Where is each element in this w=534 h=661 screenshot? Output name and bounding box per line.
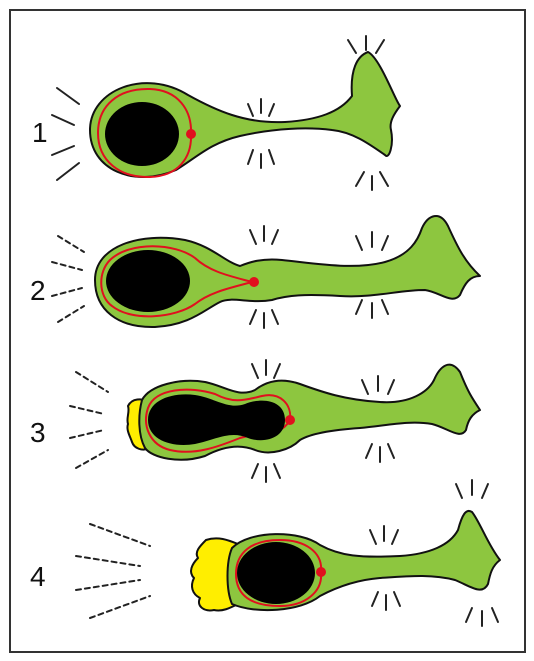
step-1-nucleus bbox=[105, 102, 179, 166]
step-4-nucleus bbox=[237, 542, 315, 604]
step-label-3: 3 bbox=[30, 417, 46, 448]
step-3-centrosome bbox=[285, 415, 295, 425]
step-label-2: 2 bbox=[30, 275, 46, 306]
step-1-centrosome bbox=[186, 129, 196, 139]
step-2-nucleus bbox=[106, 250, 190, 312]
step-4-centrosome bbox=[316, 567, 326, 577]
step-3-nucleus bbox=[148, 394, 285, 445]
step-label-4: 4 bbox=[30, 561, 46, 592]
step-2-centrosome bbox=[249, 277, 259, 287]
step-label-1: 1 bbox=[32, 117, 48, 148]
